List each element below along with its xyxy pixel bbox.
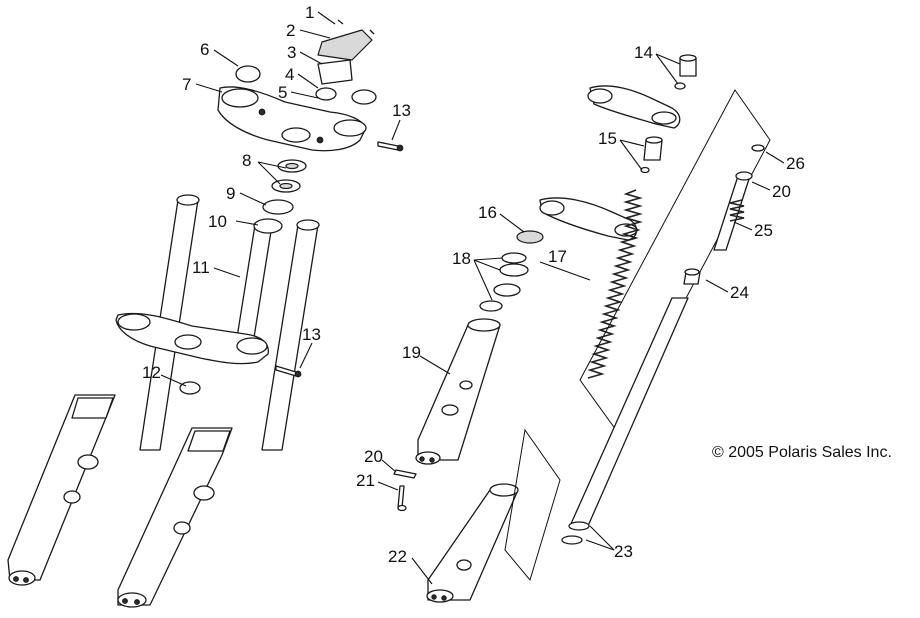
lower-clamp-exploded: [539, 197, 638, 241]
callout-19: 19: [402, 343, 421, 362]
callout-4: 4: [285, 65, 294, 84]
upper-triple-clamp: [217, 86, 367, 152]
drain-bolt-parts: [393, 469, 417, 512]
fork-assembly-left: [7, 19, 404, 608]
callout-22: 22: [388, 547, 407, 566]
fork-tube-right: [117, 219, 320, 608]
callout-5: 5: [278, 83, 287, 102]
callout-14: 14: [634, 43, 653, 62]
callout-17: 17: [548, 247, 567, 266]
callout-20-upper: 20: [772, 182, 791, 201]
cap-parts: [640, 54, 697, 174]
callout-18: 18: [452, 249, 471, 268]
callout-3: 3: [287, 43, 296, 62]
callout-7: 7: [182, 75, 191, 94]
bearing-stack: [253, 159, 307, 234]
callout-2: 2: [286, 21, 295, 40]
inner-tube: [415, 318, 501, 465]
top-nut-parts: [235, 19, 377, 105]
copyright-notice: © 2005 Polaris Sales Inc.: [712, 444, 892, 461]
callout-11: 11: [192, 258, 210, 277]
steering-stem: [234, 220, 273, 351]
callout-25: 25: [754, 221, 773, 240]
callout-20-lower: 20: [364, 447, 383, 466]
pinch-bolts: [179, 141, 404, 395]
upper-clamp-exploded: [587, 85, 681, 129]
callout-21: 21: [356, 471, 375, 490]
lower-slider: [426, 483, 519, 603]
callout-13-lower: 13: [302, 325, 321, 344]
callout-16: 16: [478, 203, 497, 222]
leader-lines: [160, 11, 785, 585]
damper-internals: [504, 89, 771, 582]
callout-23: 23: [614, 542, 633, 561]
callout-24: 24: [730, 283, 749, 302]
callout-13-upper: 13: [392, 101, 411, 120]
callout-9: 9: [226, 184, 235, 203]
callout-12: 12: [142, 363, 161, 382]
callout-15: 15: [598, 129, 617, 148]
callout-8: 8: [242, 151, 251, 170]
callout-6: 6: [200, 40, 209, 59]
lower-triple-clamp: [115, 312, 269, 365]
callout-10: 10: [208, 212, 227, 231]
callout-1: 1: [305, 3, 314, 22]
callout-26: 26: [786, 154, 805, 173]
seals-and-washers: [479, 230, 544, 312]
callout-labels: 1 2 3 4 5 6 7 8 9 10 11 12 13 13 14 15 1…: [142, 3, 805, 566]
fork-assembly-exploded: [393, 54, 697, 603]
